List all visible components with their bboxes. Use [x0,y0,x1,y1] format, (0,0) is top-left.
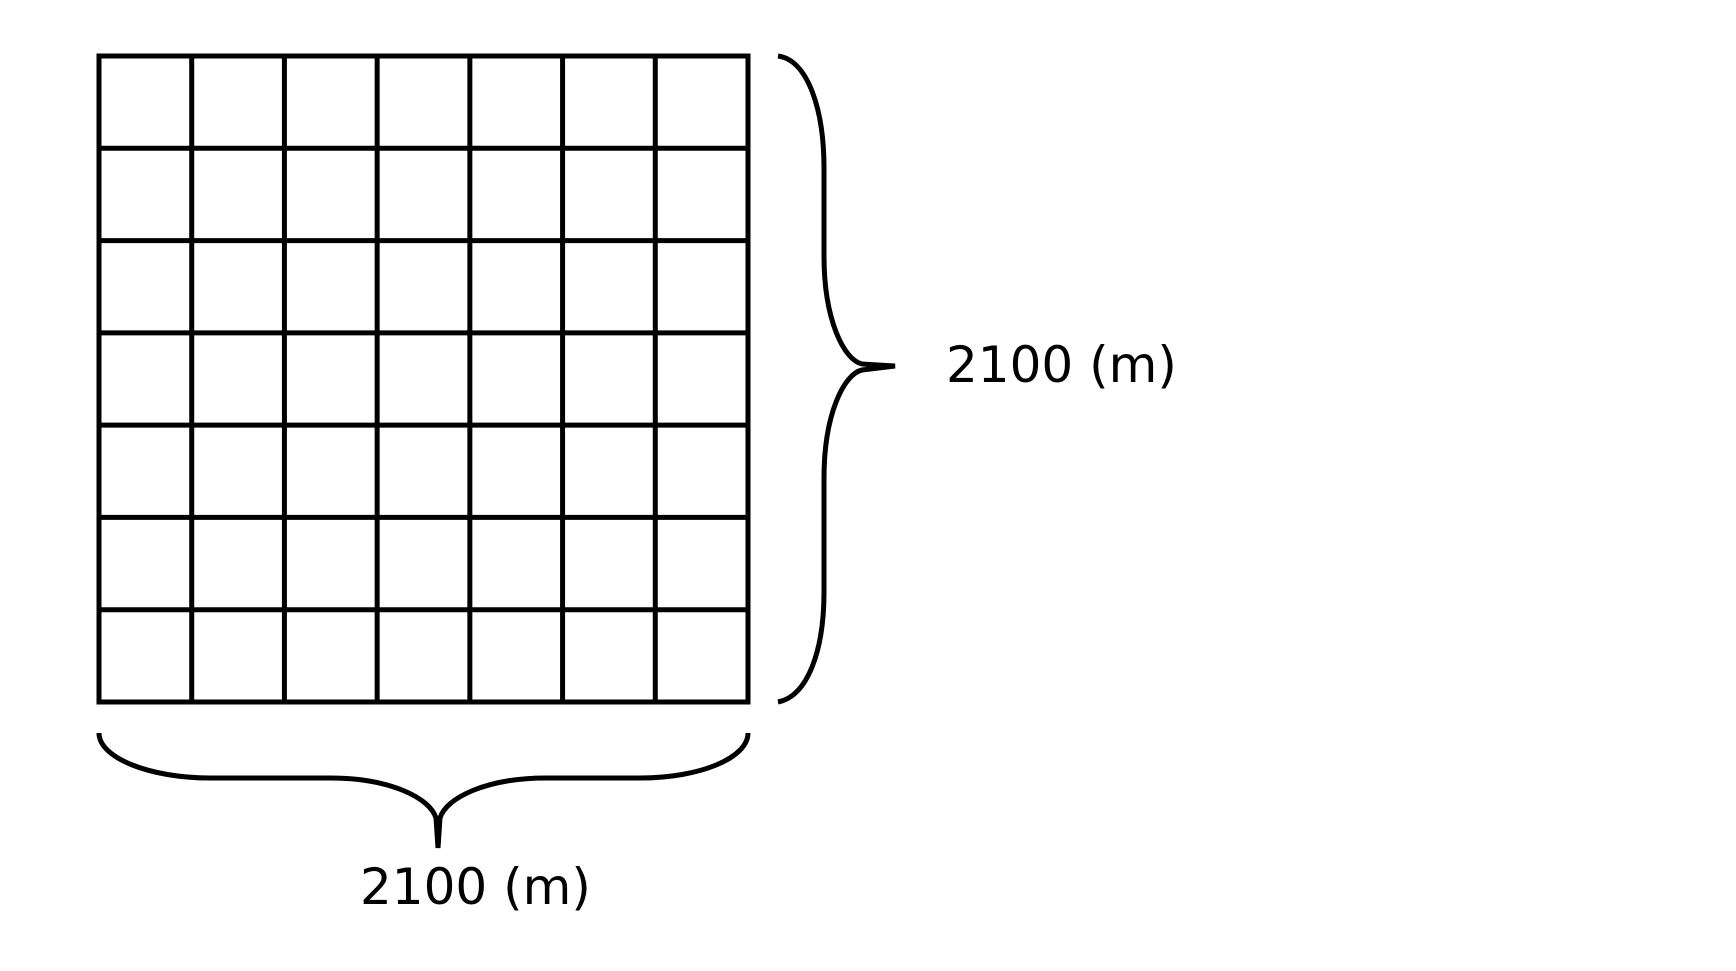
bottom-dimension-brace [96,732,751,849]
right-dimension-brace [777,53,896,705]
height-dimension-label: 2100 (m) [946,336,1177,394]
width-dimension-label: 2100 (m) [360,858,591,916]
square-grid [96,53,751,705]
grid-outer-border [96,53,751,705]
